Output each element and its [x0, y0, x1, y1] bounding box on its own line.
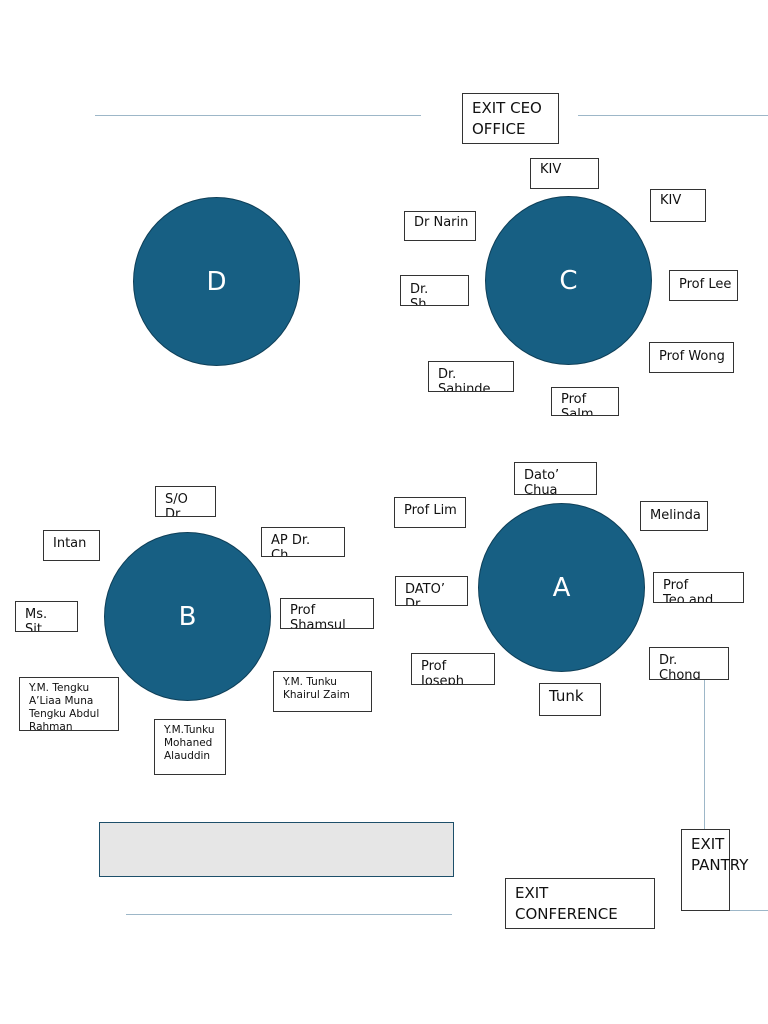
- seat-c-3: Dr Narin: [404, 211, 476, 241]
- seat-c-2: KIV: [650, 189, 706, 222]
- seat-c-6: Dr. Sahinde: [428, 361, 514, 392]
- table-c: C: [485, 196, 652, 365]
- stage-area: [99, 822, 454, 877]
- exit-conference: EXIT CONFERENCE: [505, 878, 655, 929]
- seat-c-5: Prof Lee: [669, 270, 738, 301]
- seat-b-4: Ms. Sit: [15, 601, 78, 632]
- seat-a-3: Melinda: [640, 501, 708, 531]
- exit-ceo-office: EXIT CEO OFFICE: [462, 93, 559, 144]
- seat-b-5: Prof Shamsul: [280, 598, 374, 629]
- seat-a-4: DATO’ Dr: [395, 576, 468, 606]
- seat-a-1: Dato’ Chua: [514, 462, 597, 495]
- seat-c-4: Dr. Sh: [400, 275, 469, 306]
- exit-pantry: EXIT PANTRY: [681, 829, 748, 911]
- wall-line-bottom-left: [126, 914, 452, 915]
- seat-a-7: Dr. Chong: [649, 647, 729, 680]
- wall-line-bottom-right: [728, 910, 768, 911]
- seat-a-5: Prof Teo and: [653, 572, 744, 603]
- seat-c-1: KIV: [530, 158, 599, 189]
- seat-a-8: Tunk: [539, 683, 601, 716]
- seat-b-2: Intan: [43, 530, 100, 561]
- seat-a-2: Prof Lim: [394, 497, 466, 528]
- seat-b-3: AP Dr. Ch: [261, 527, 345, 557]
- table-a: A: [478, 503, 645, 672]
- seat-b-6: Y.M. Tengku A’Liaa Muna Tengku Abdul Rah…: [19, 677, 119, 731]
- pantry-connector-line: [704, 664, 705, 830]
- seat-b-7: Y.M. Tunku Khairul Zaim: [273, 671, 372, 712]
- seat-b-1: S/O Dr: [155, 486, 216, 517]
- table-b: B: [104, 532, 271, 701]
- table-d: D: [133, 197, 300, 366]
- wall-line-top-left: [95, 115, 421, 116]
- seat-c-7: Prof Wong: [649, 342, 734, 373]
- seat-c-8: Prof Salm: [551, 387, 619, 416]
- seat-a-6: Prof Joseph: [411, 653, 495, 685]
- seat-b-8: Y.M.Tunku Mohaned Alauddin: [154, 719, 226, 775]
- wall-line-top-right: [578, 115, 768, 116]
